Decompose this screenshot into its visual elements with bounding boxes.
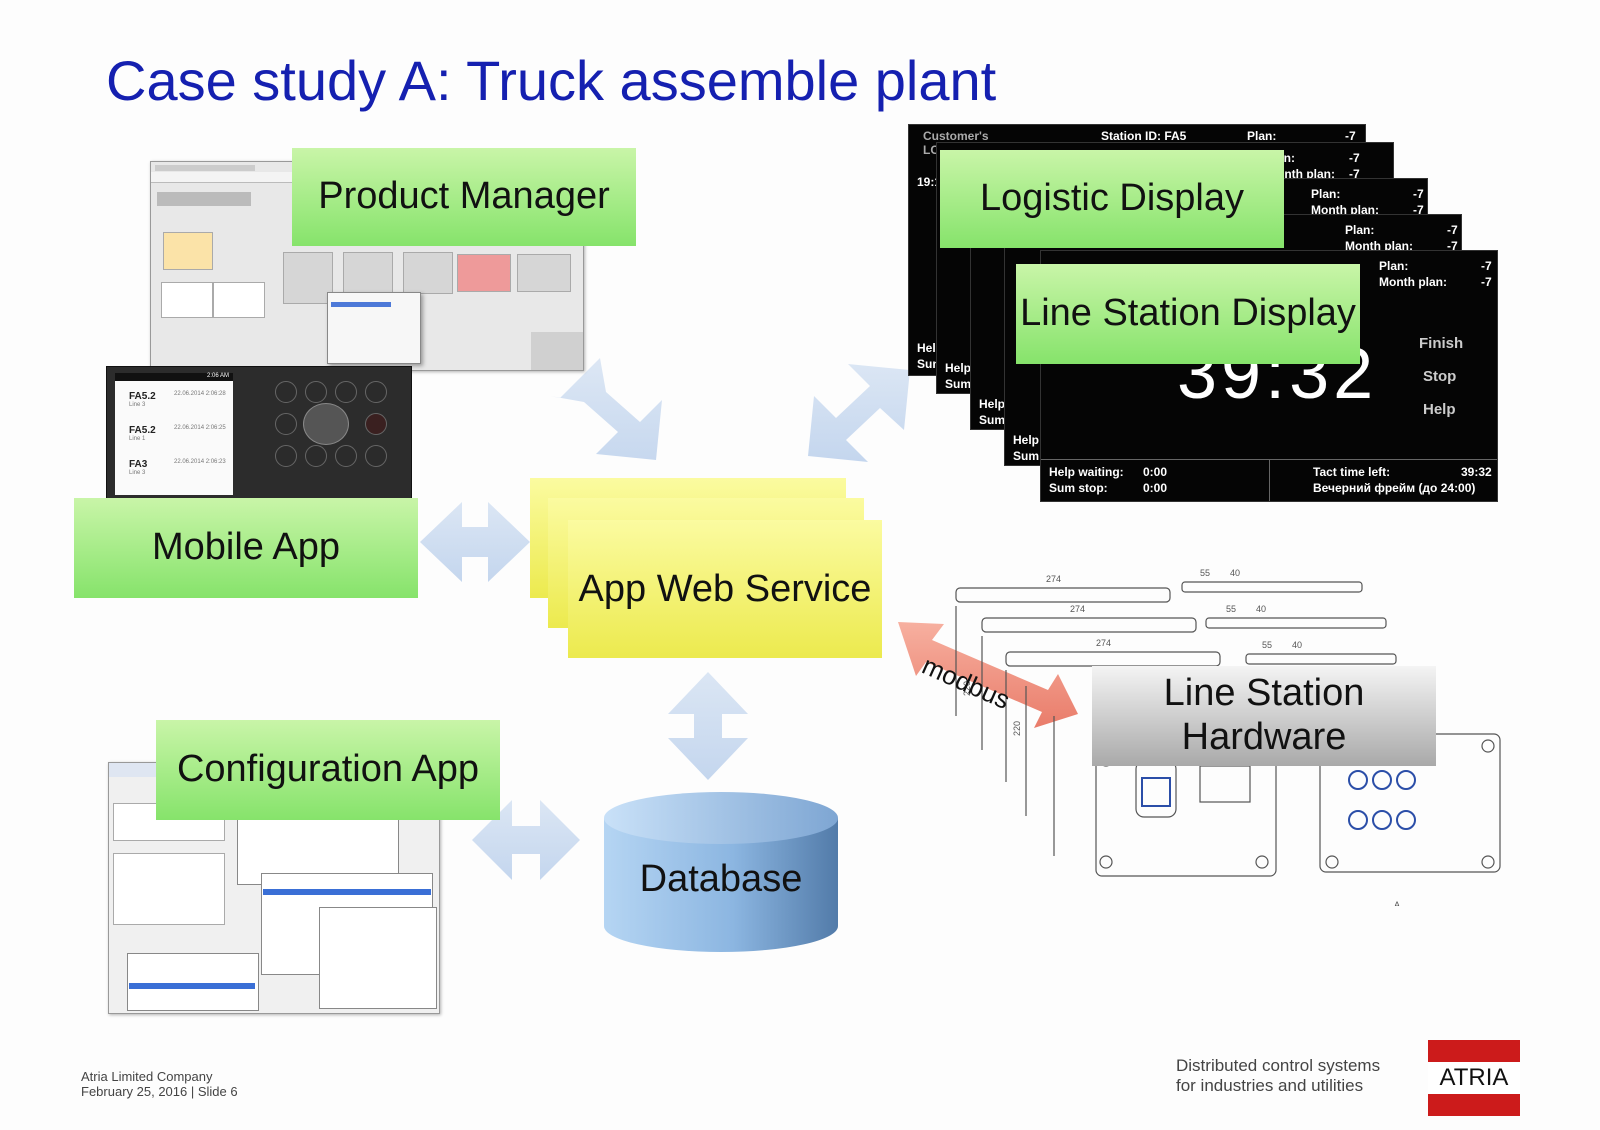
- configuration-app-box: Configuration App: [156, 720, 500, 820]
- dim-label: 274: [1096, 638, 1111, 648]
- end-call-icon[interactable]: [365, 413, 387, 435]
- arrow-configuration: [472, 800, 580, 880]
- dim-label: 40: [1230, 568, 1240, 578]
- atria-logo: ATRIA: [1428, 1040, 1520, 1116]
- arrow-logistic: [808, 364, 910, 462]
- help-button[interactable]: Help: [1423, 401, 1456, 418]
- stop-button[interactable]: Stop: [1423, 368, 1457, 385]
- line-station-display-box: Line Station Display: [1016, 264, 1360, 364]
- dim-label: 40: [1292, 640, 1302, 650]
- dim-label: 55: [1262, 640, 1272, 650]
- dpad[interactable]: [303, 403, 349, 445]
- mobile-clock: 2:06 AM: [206, 373, 229, 379]
- dim-label: 55: [1226, 604, 1236, 614]
- logistic-display-box: Logistic Display: [940, 150, 1284, 248]
- dim-label: 220: [1012, 721, 1022, 736]
- line-station-hardware-box: Line Station Hardware: [1092, 666, 1436, 766]
- arrow-mobile: [420, 502, 530, 582]
- dim-label: 274: [1046, 574, 1061, 584]
- back-icon[interactable]: [335, 445, 357, 467]
- dim-label: 220: [962, 681, 972, 696]
- section-label: A: [1394, 900, 1400, 906]
- call-icon[interactable]: [275, 413, 297, 435]
- product-manager-box: Product Manager: [292, 148, 636, 246]
- footer-tagline: Distributed control systems for industri…: [1176, 1056, 1381, 1096]
- arrow-database: [668, 672, 748, 780]
- database-label: Database: [639, 858, 803, 900]
- arrow-product-manager: [550, 358, 662, 460]
- camera-icon[interactable]: [275, 381, 297, 403]
- mobile-app-box: Mobile App: [74, 498, 418, 598]
- app-web-service-box: App Web Service: [568, 520, 882, 658]
- database-cylinder: [604, 792, 838, 952]
- search-icon[interactable]: [365, 445, 387, 467]
- power-icon[interactable]: [365, 381, 387, 403]
- dim-label: 55: [1200, 568, 1210, 578]
- footer-company: Atria Limited Company February 25, 2016 …: [81, 1069, 238, 1099]
- slide-title: Case study A: Truck assemble plant: [106, 49, 997, 112]
- volume-up-icon[interactable]: [335, 381, 357, 403]
- dim-label: 40: [1256, 604, 1266, 614]
- dim-label: 274: [1070, 604, 1085, 614]
- menu-icon[interactable]: [305, 445, 327, 467]
- volume-down-icon[interactable]: [305, 381, 327, 403]
- finish-button[interactable]: Finish: [1419, 335, 1464, 352]
- arrow-modbus: [898, 622, 1078, 728]
- home-icon[interactable]: [275, 445, 297, 467]
